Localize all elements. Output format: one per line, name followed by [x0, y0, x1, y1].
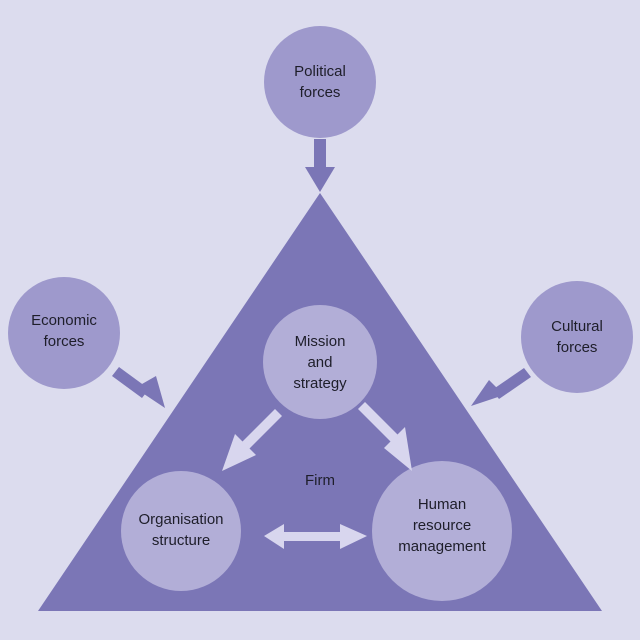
organisation-structure-label: Organisation structure: [138, 511, 224, 549]
economic-arrow: [112, 367, 165, 408]
firm-label: Firm: [305, 471, 335, 489]
organisation-structure-circle: [121, 471, 241, 591]
economic-forces-label: Economic forces: [31, 312, 97, 350]
hrm-label: Human resource management: [398, 495, 486, 555]
mission-strategy-circle: [263, 305, 377, 419]
political-forces-label: Political forces: [294, 63, 346, 101]
cultural-arrow: [471, 368, 531, 406]
hrm-circle: [372, 461, 512, 601]
cultural-forces-circle: [521, 281, 633, 393]
cultural-forces-label: Cultural forces: [551, 318, 603, 356]
mission-to-hrm-arrow: [358, 402, 412, 471]
structure-hrm-double-arrow: [264, 524, 367, 549]
economic-forces-circle: [8, 277, 120, 389]
political-forces-circle: [264, 26, 376, 138]
political-arrow: [305, 139, 335, 192]
mission-strategy-label: Mission and strategy: [293, 332, 347, 392]
mission-to-structure-arrow: [222, 409, 282, 471]
